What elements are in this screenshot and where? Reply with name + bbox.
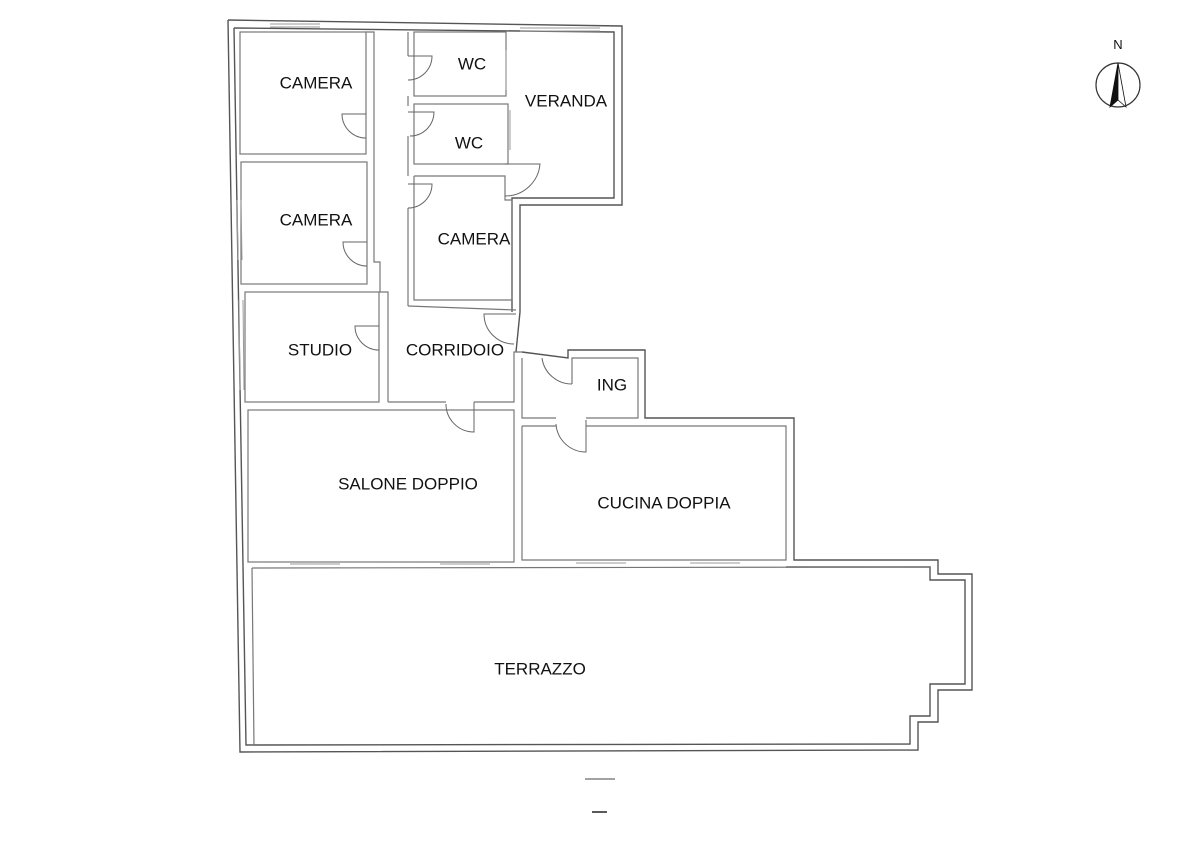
room-label-camera-2: CAMERA	[280, 210, 353, 229]
compass: N	[1095, 37, 1141, 109]
room-label-ing: ING	[597, 375, 627, 394]
room-label-wc-1: WC	[458, 54, 486, 73]
room-label-studio: STUDIO	[288, 340, 352, 359]
room-labels: CAMERA CAMERA CAMERA WC WC VERANDA STUDI…	[280, 54, 732, 678]
room-label-veranda: VERANDA	[525, 91, 608, 110]
scale-bar	[585, 778, 615, 813]
windows	[236, 23, 740, 565]
interior-walls	[239, 31, 931, 747]
room-label-terrazzo: TERRAZZO	[494, 659, 586, 678]
room-label-camera-1: CAMERA	[280, 73, 353, 92]
room-label-cucina: CUCINA DOPPIA	[597, 493, 731, 512]
room-label-corridoio: CORRIDOIO	[406, 340, 504, 359]
room-label-salone: SALONE DOPPIO	[338, 474, 478, 493]
compass-north-label: N	[1113, 37, 1122, 52]
room-label-camera-3: CAMERA	[438, 229, 511, 248]
room-label-wc-2: WC	[455, 133, 483, 152]
doors	[341, 55, 587, 453]
north-arrow-icon	[1109, 62, 1119, 109]
